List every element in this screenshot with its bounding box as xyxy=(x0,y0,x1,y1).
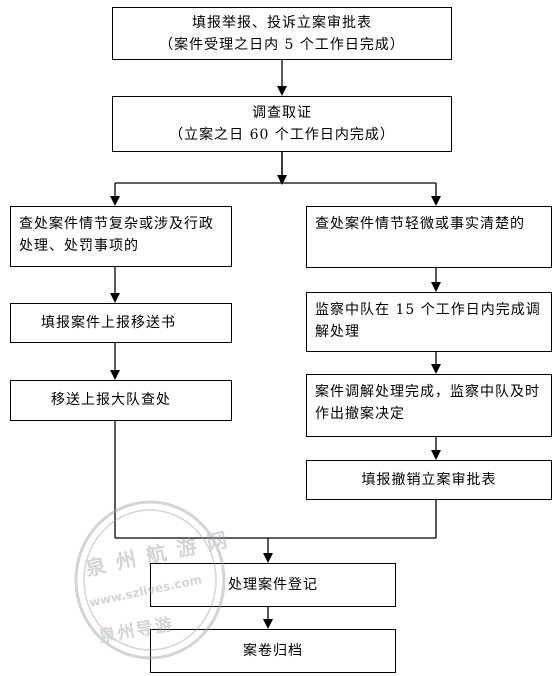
node-minor-case: 查处案件情节轻微或事实清楚的 xyxy=(306,206,552,268)
node-complex-case: 查处案件情节复杂或涉及行政处理、处罚事项的 xyxy=(10,206,232,267)
node-investigation-line1: 调查取证 xyxy=(252,105,312,121)
node-mediation-text: 监察中队在 15 个工作日内完成调解处理 xyxy=(315,302,541,340)
node-complex-case-text: 查处案件情节复杂或涉及行政处理、处罚事项的 xyxy=(19,216,214,254)
node-transfer-form: 填报案件上报移送书 xyxy=(10,303,232,343)
node-withdraw-decision: 案件调解处理完成，监察中队及时作出撤案决定 xyxy=(306,374,552,437)
node-report-brigade-text: 移送上报大队查处 xyxy=(51,392,171,408)
node-fill-approval-form-line2: （案件受理之日内 5 个工作日完成） xyxy=(159,36,405,53)
node-mediation: 监察中队在 15 个工作日内完成调解处理 xyxy=(306,292,552,352)
node-minor-case-text: 查处案件情节轻微或事实清楚的 xyxy=(315,216,525,232)
node-investigation-line2: （立案之日 60 个工作日内完成） xyxy=(169,127,395,143)
node-report-brigade: 移送上报大队查处 xyxy=(10,380,232,421)
node-case-registration-text: 处理案件登记 xyxy=(228,577,318,593)
node-archive: 案卷归档 xyxy=(150,629,396,673)
node-transfer-form-text: 填报案件上报移送书 xyxy=(41,315,176,331)
node-fill-approval-form: 填报举报、投诉立案审批表 （案件受理之日内 5 个工作日完成） xyxy=(112,7,452,60)
node-withdraw-decision-text: 案件调解处理完成，监察中队及时作出撤案决定 xyxy=(315,384,540,422)
node-investigation: 调查取证 （立案之日 60 个工作日内完成） xyxy=(112,96,452,152)
node-fill-approval-form-line1: 填报举报、投诉立案审批表 xyxy=(192,14,372,31)
watermark-seal-icon xyxy=(74,500,226,660)
node-withdraw-form-text: 填报撤销立案审批表 xyxy=(361,472,497,488)
node-withdraw-form: 填报撤销立案审批表 xyxy=(306,460,552,500)
watermark-stamp: 泉 州 航 游 网 www.szlives.com 泉州导游 xyxy=(70,498,231,663)
node-archive-text: 案卷归档 xyxy=(243,643,303,659)
node-case-registration: 处理案件登记 xyxy=(150,563,396,607)
